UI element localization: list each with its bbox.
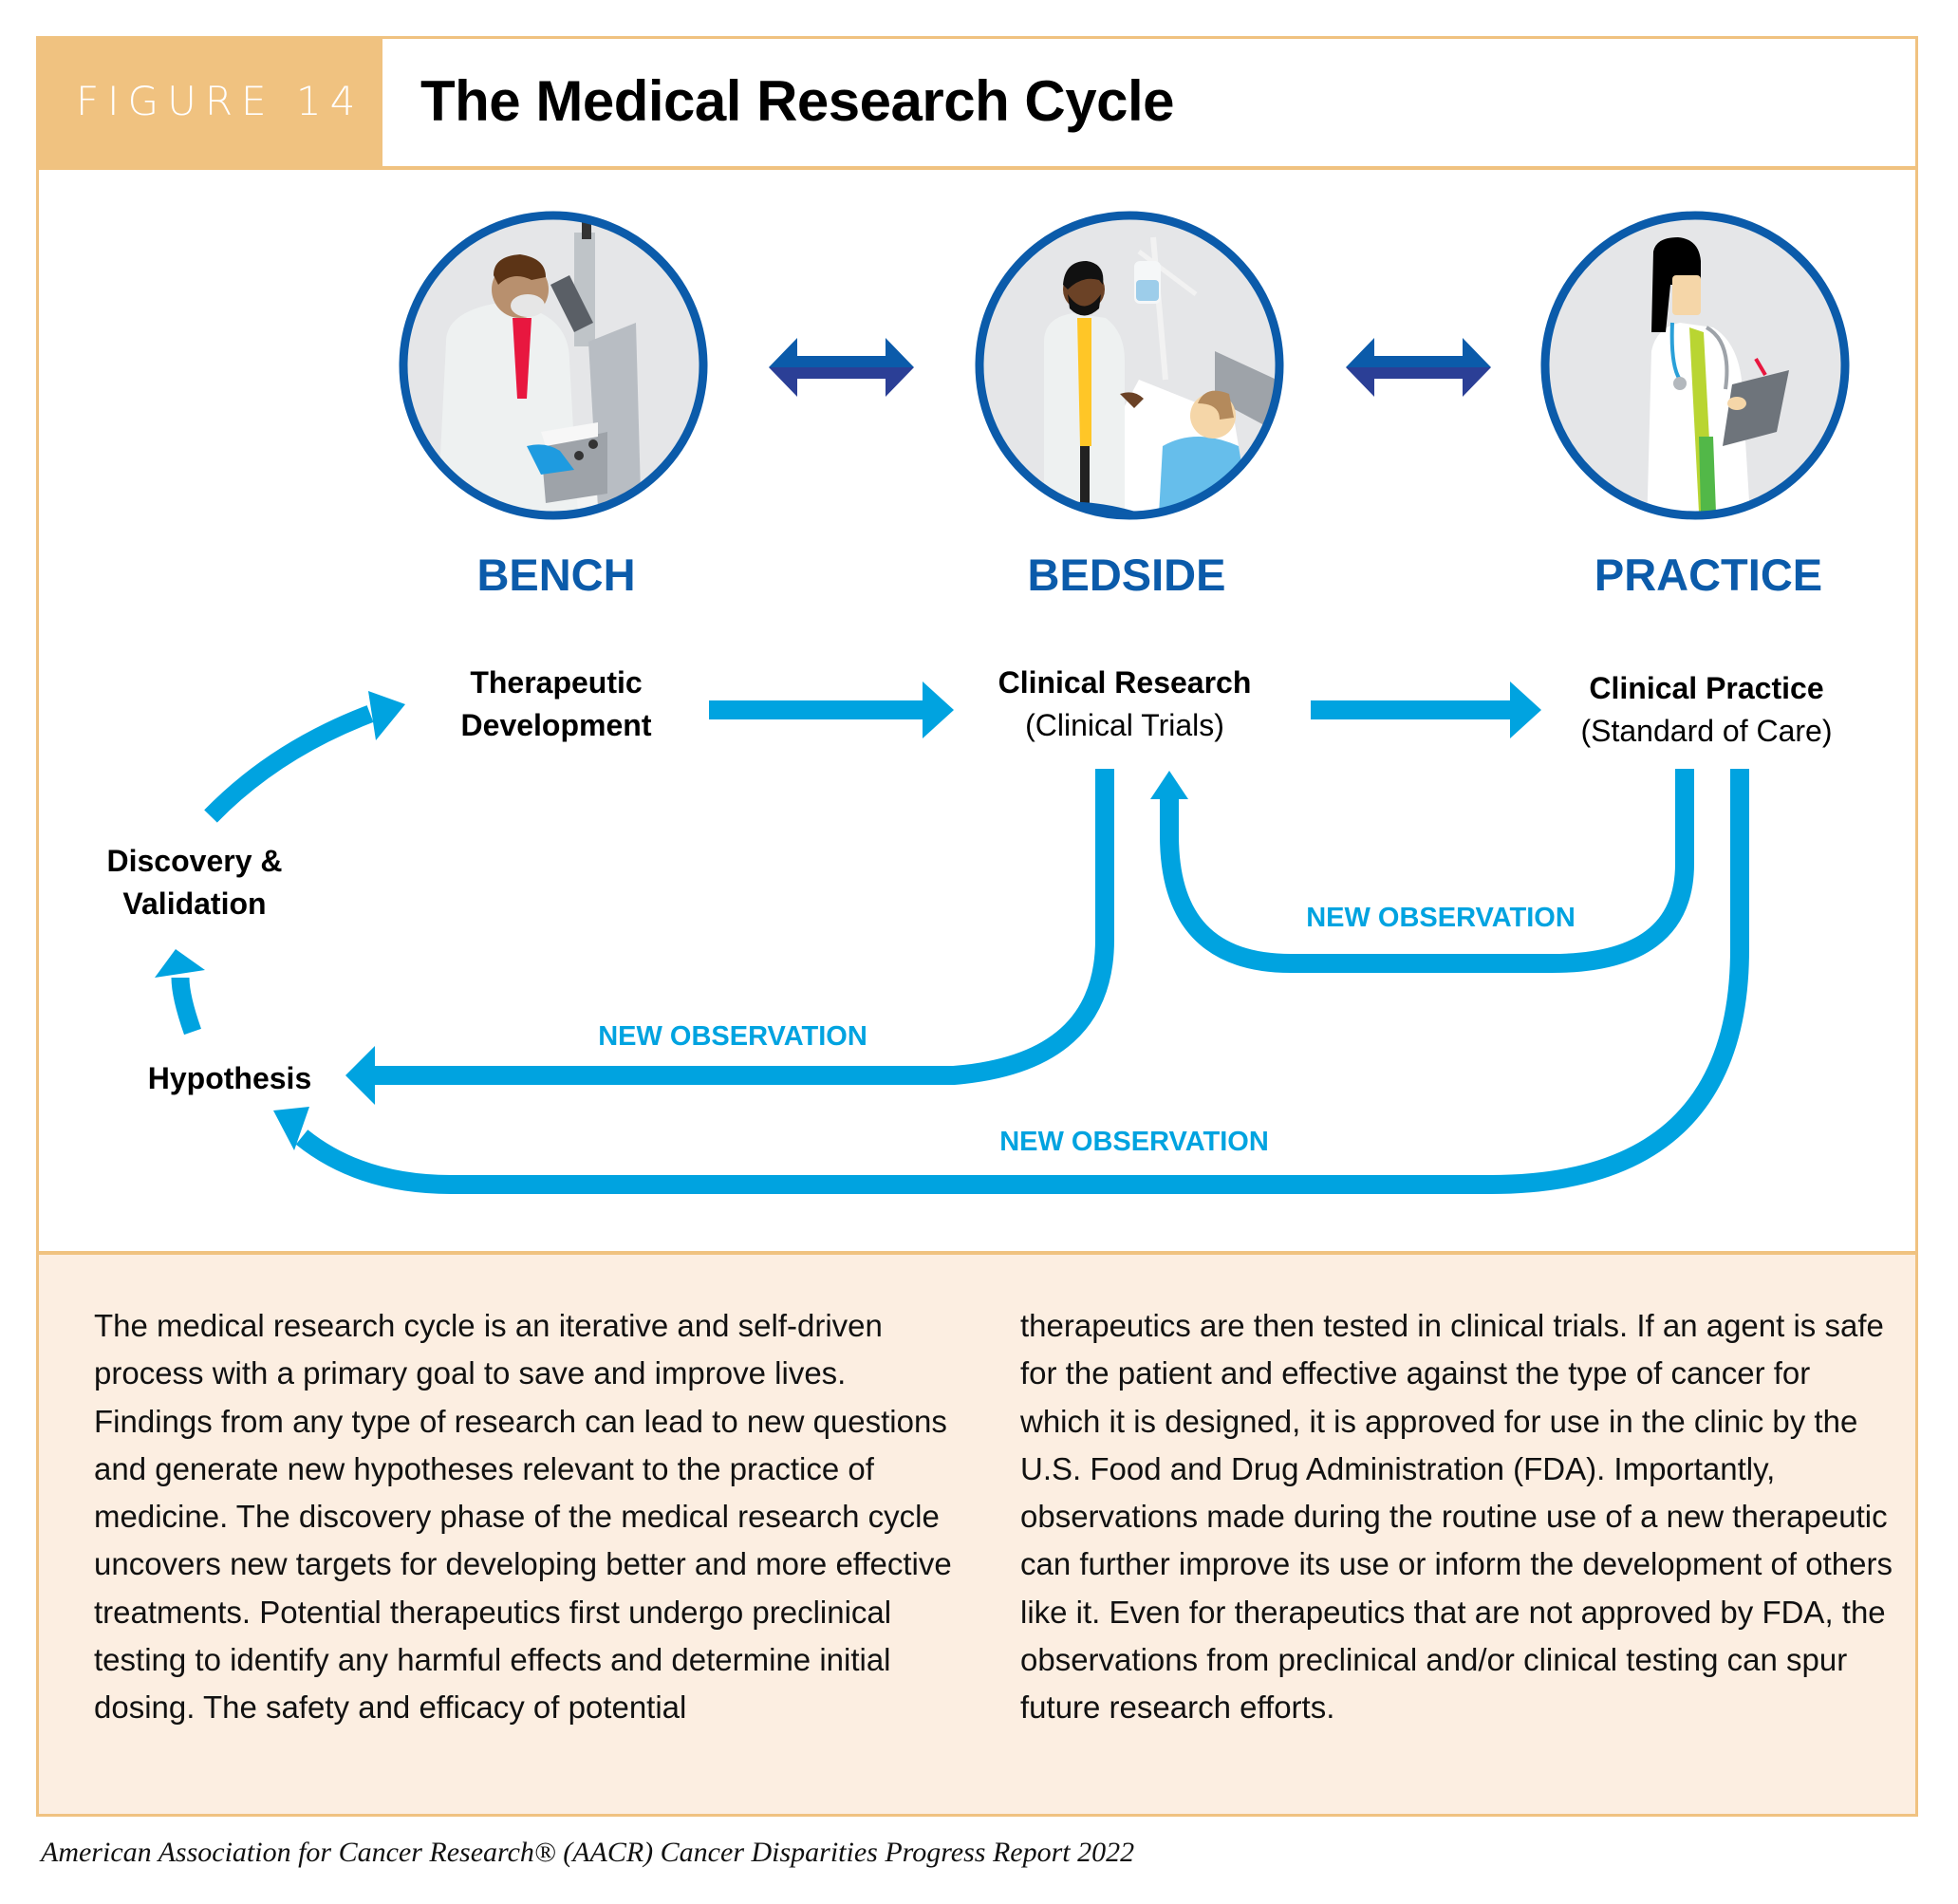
figure-header: FIGURE 14 The Medical Research Cycle xyxy=(36,36,1918,170)
node-subtitle: (Standard of Care) xyxy=(1580,714,1833,748)
figure-title: The Medical Research Cycle xyxy=(420,69,1175,133)
node-line: Discovery & xyxy=(106,844,283,878)
stage-label-bench: BENCH xyxy=(476,550,636,600)
node-discovery-validation: Discovery & Validation xyxy=(107,840,283,925)
node-line: Therapeutic xyxy=(470,665,643,700)
doctor-clipboard-icon xyxy=(1540,211,1850,520)
description-box: The medical research cycle is an iterati… xyxy=(36,1251,1918,1817)
double-arrow-bench-bedside xyxy=(769,338,914,397)
node-clinical-practice: Clinical Practice (Standard of Care) xyxy=(1580,667,1832,753)
description-paragraph: The medical research cycle is an iterati… xyxy=(94,1308,952,1726)
node-subtitle: (Clinical Trials) xyxy=(1025,708,1224,742)
doctor-patient-bed-icon xyxy=(975,211,1284,520)
arrow-hypothesis-to-discovery xyxy=(155,949,205,1036)
stage-label-bedside: BEDSIDE xyxy=(1027,550,1226,600)
arrow-therapeutic-to-clinical-research xyxy=(709,681,954,738)
node-line: Clinical Practice xyxy=(1589,671,1824,705)
description-column-left: The medical research cycle is an iterati… xyxy=(94,1302,967,1732)
new-observation-label-practice-to-research: NEW OBSERVATION xyxy=(1306,903,1576,933)
scientist-microscope-icon xyxy=(399,211,708,520)
figure-number-label: FIGURE 14 xyxy=(36,36,382,166)
arrow-discovery-to-therapeutic xyxy=(204,691,405,823)
double-arrow-bedside-practice xyxy=(1346,338,1491,397)
feedback-arrow-practice-to-clinical-research xyxy=(1150,769,1694,973)
arrow-clinical-research-to-practice xyxy=(1311,681,1541,738)
node-clinical-research: Clinical Research (Clinical Trials) xyxy=(998,662,1252,747)
new-observation-label-research-to-hypothesis: NEW OBSERVATION xyxy=(598,1021,867,1052)
node-hypothesis: Hypothesis xyxy=(148,1057,311,1100)
node-line: Development xyxy=(460,708,652,742)
stage-label-practice: PRACTICE xyxy=(1594,550,1823,600)
feedback-arrow-clinical-research-to-hypothesis xyxy=(345,769,1114,1105)
feedback-arrow-practice-to-hypothesis xyxy=(273,769,1749,1194)
source-citation: American Association for Cancer Research… xyxy=(41,1837,1135,1868)
node-line: Clinical Research xyxy=(998,665,1252,700)
node-line: Validation xyxy=(122,887,267,921)
description-paragraph: therapeutics are then tested in clinical… xyxy=(1020,1308,1893,1726)
node-line: Hypothesis xyxy=(147,1061,312,1095)
new-observation-label-practice-to-hypothesis: NEW OBSERVATION xyxy=(999,1127,1269,1157)
node-therapeutic-development: Therapeutic Development xyxy=(461,662,652,747)
description-column-right: therapeutics are then tested in clinical… xyxy=(1020,1302,1893,1732)
